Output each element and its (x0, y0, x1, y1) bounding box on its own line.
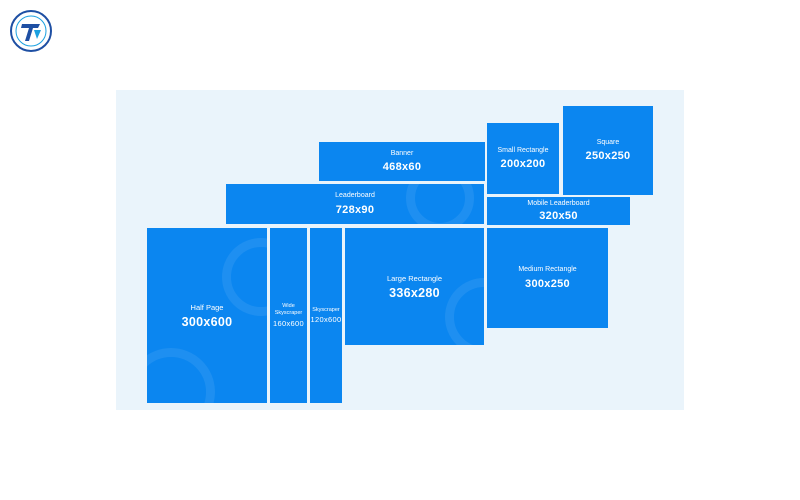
ad-name: Leaderboard (335, 192, 375, 200)
ad-name: Half Page (190, 302, 224, 312)
ad-size: 160x600 (273, 318, 304, 328)
brand-logo (8, 8, 54, 54)
logo-emblem-icon (10, 10, 52, 52)
ad-wide-skyscraper: Wide Skyscraper 160x600 (270, 228, 307, 403)
ad-small-rectangle: Small Rectangle 200x200 (487, 123, 559, 194)
ad-name: Skyscraper (312, 306, 340, 313)
ad-square: Square 250x250 (563, 106, 653, 195)
ad-medium-rectangle: Medium Rectangle 300x250 (487, 228, 608, 328)
ad-size: 300x250 (525, 277, 570, 290)
ad-name: Medium Rectangle (518, 266, 577, 274)
ad-half-page: Half Page 300x600 (147, 228, 267, 403)
ad-name: Square (596, 138, 620, 146)
ad-size: 336x280 (389, 285, 440, 300)
ad-mobile-leaderboard: Mobile Leaderboard 320x50 (487, 197, 630, 225)
ad-name: Banner (390, 149, 414, 157)
ad-sizes-panel: Banner 468x60 Small Rectangle 200x200 Sq… (116, 90, 684, 410)
ad-size: 468x60 (382, 161, 422, 174)
ad-size: 120x600 (310, 315, 342, 325)
ad-skyscraper: Skyscraper 120x600 (310, 228, 342, 403)
ad-size: 250x250 (585, 150, 631, 163)
ad-size: 728x90 (335, 203, 375, 216)
ad-large-rectangle: Large Rectangle 336x280 (345, 228, 484, 345)
ad-size: 300x600 (181, 314, 233, 329)
ad-banner: Banner 468x60 (319, 142, 485, 181)
ad-size: 200x200 (500, 158, 546, 171)
ad-name: Mobile Leaderboard (527, 199, 590, 207)
ad-name: Large Rectangle (386, 273, 443, 283)
ad-leaderboard: Leaderboard 728x90 (226, 184, 484, 224)
ad-name: Small Rectangle (497, 146, 549, 154)
ad-name: Wide Skyscraper (274, 303, 303, 316)
ad-size: 320x50 (539, 210, 578, 223)
